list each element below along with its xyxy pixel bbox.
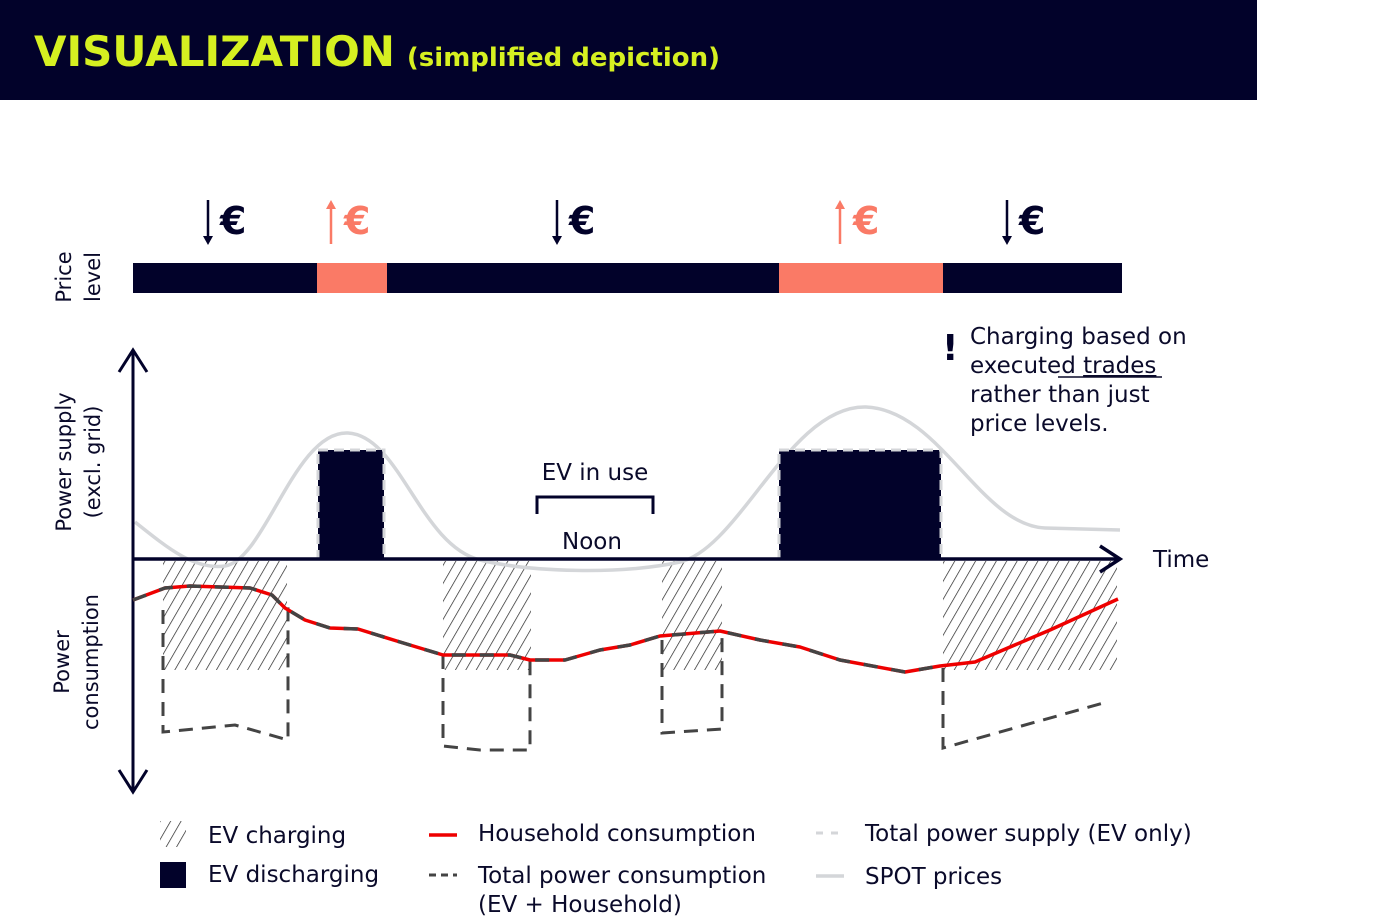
legend-spot: SPOT prices xyxy=(816,864,1002,890)
svg-text:(EV + Household): (EV + Household) xyxy=(478,892,682,918)
svg-text:Total power consumption: Total power consumption xyxy=(477,863,766,889)
noon-label: Noon xyxy=(562,529,622,555)
price-segment-high xyxy=(779,263,943,293)
svg-text:level: level xyxy=(81,252,105,302)
ev-charging-block xyxy=(943,561,1117,670)
svg-text:(excl. grid): (excl. grid) xyxy=(81,406,105,519)
svg-text:Power supply: Power supply xyxy=(52,392,76,531)
ev-charging-block xyxy=(662,561,722,670)
legend-ev-charging: EV charging xyxy=(160,821,346,849)
price-segment-low xyxy=(387,263,779,293)
svg-text:Total power supply (EV only): Total power supply (EV only) xyxy=(864,821,1192,847)
header-title: VISUALIZATION(simplified depiction) xyxy=(34,27,720,76)
price-markers: € € € € € xyxy=(203,199,1045,245)
svg-text:Power: Power xyxy=(50,630,74,694)
consumption-axis-label: Power consumption xyxy=(50,594,103,730)
total-consumption-line xyxy=(161,605,1108,752)
trades-link: trades xyxy=(1083,353,1156,379)
svg-text:EV charging: EV charging xyxy=(208,823,346,849)
price-up-marker: € xyxy=(835,199,879,244)
price-segment-low xyxy=(943,263,1122,293)
svg-text:price levels.: price levels. xyxy=(970,411,1109,437)
euro-icon: € xyxy=(1018,199,1045,243)
price-level-label: Price level xyxy=(52,251,105,302)
ev-in-use-label: EV in use xyxy=(542,460,649,486)
legend: EV charging EV discharging Household con… xyxy=(160,821,1192,918)
hatch-swatch-icon xyxy=(160,821,186,847)
legend-total-supply: Total power supply (EV only) xyxy=(816,821,1192,847)
svg-text:SPOT prices: SPOT prices xyxy=(865,864,1002,890)
svg-text:consumption: consumption xyxy=(79,594,103,730)
euro-icon: € xyxy=(219,199,246,243)
svg-text:Household consumption: Household consumption xyxy=(478,821,756,847)
legend-household: Household consumption xyxy=(429,821,756,847)
price-down-marker: € xyxy=(203,199,246,245)
arrow-down-icon xyxy=(117,769,149,795)
ev-discharging-block xyxy=(777,448,943,561)
ev-discharging-blocks xyxy=(316,448,943,561)
svg-text:Price: Price xyxy=(52,251,76,302)
euro-icon: € xyxy=(343,199,370,243)
ev-in-use-bracket xyxy=(535,495,655,514)
arrow-up-icon xyxy=(117,347,149,373)
ev-charging-block xyxy=(443,561,531,670)
price-segment-low xyxy=(133,263,317,293)
arrow-right-icon xyxy=(1099,544,1124,574)
euro-icon: € xyxy=(852,199,879,243)
price-up-marker: € xyxy=(326,199,370,244)
charging-note: ! Charging based on executed trades rath… xyxy=(942,324,1187,437)
svg-text:executed trades: executed trades xyxy=(970,353,1156,379)
svg-text:rather than just: rather than just xyxy=(970,382,1150,408)
svg-text:Charging based on: Charging based on xyxy=(970,324,1187,350)
solid-swatch-icon xyxy=(160,862,186,888)
time-label: Time xyxy=(1152,547,1209,573)
price-down-marker: € xyxy=(552,199,595,245)
price-segment-high xyxy=(317,263,387,293)
ev-discharging-block xyxy=(316,448,386,561)
ev-charging-block xyxy=(163,561,287,670)
legend-total-consumption: Total power consumption (EV + Household) xyxy=(429,863,766,918)
header-band xyxy=(0,0,1257,100)
price-bar xyxy=(133,263,1122,293)
axes xyxy=(117,347,1124,795)
exclamation-icon: ! xyxy=(942,328,958,369)
euro-icon: € xyxy=(568,199,595,243)
spot-price-curve xyxy=(133,405,1121,573)
total-consumption-overlay xyxy=(132,584,941,674)
legend-ev-discharging: EV discharging xyxy=(160,862,379,888)
svg-text:EV discharging: EV discharging xyxy=(208,862,379,888)
ev-charging-blocks xyxy=(163,561,1117,670)
price-down-marker: € xyxy=(1002,199,1045,245)
supply-axis-label: Power supply (excl. grid) xyxy=(52,392,105,531)
